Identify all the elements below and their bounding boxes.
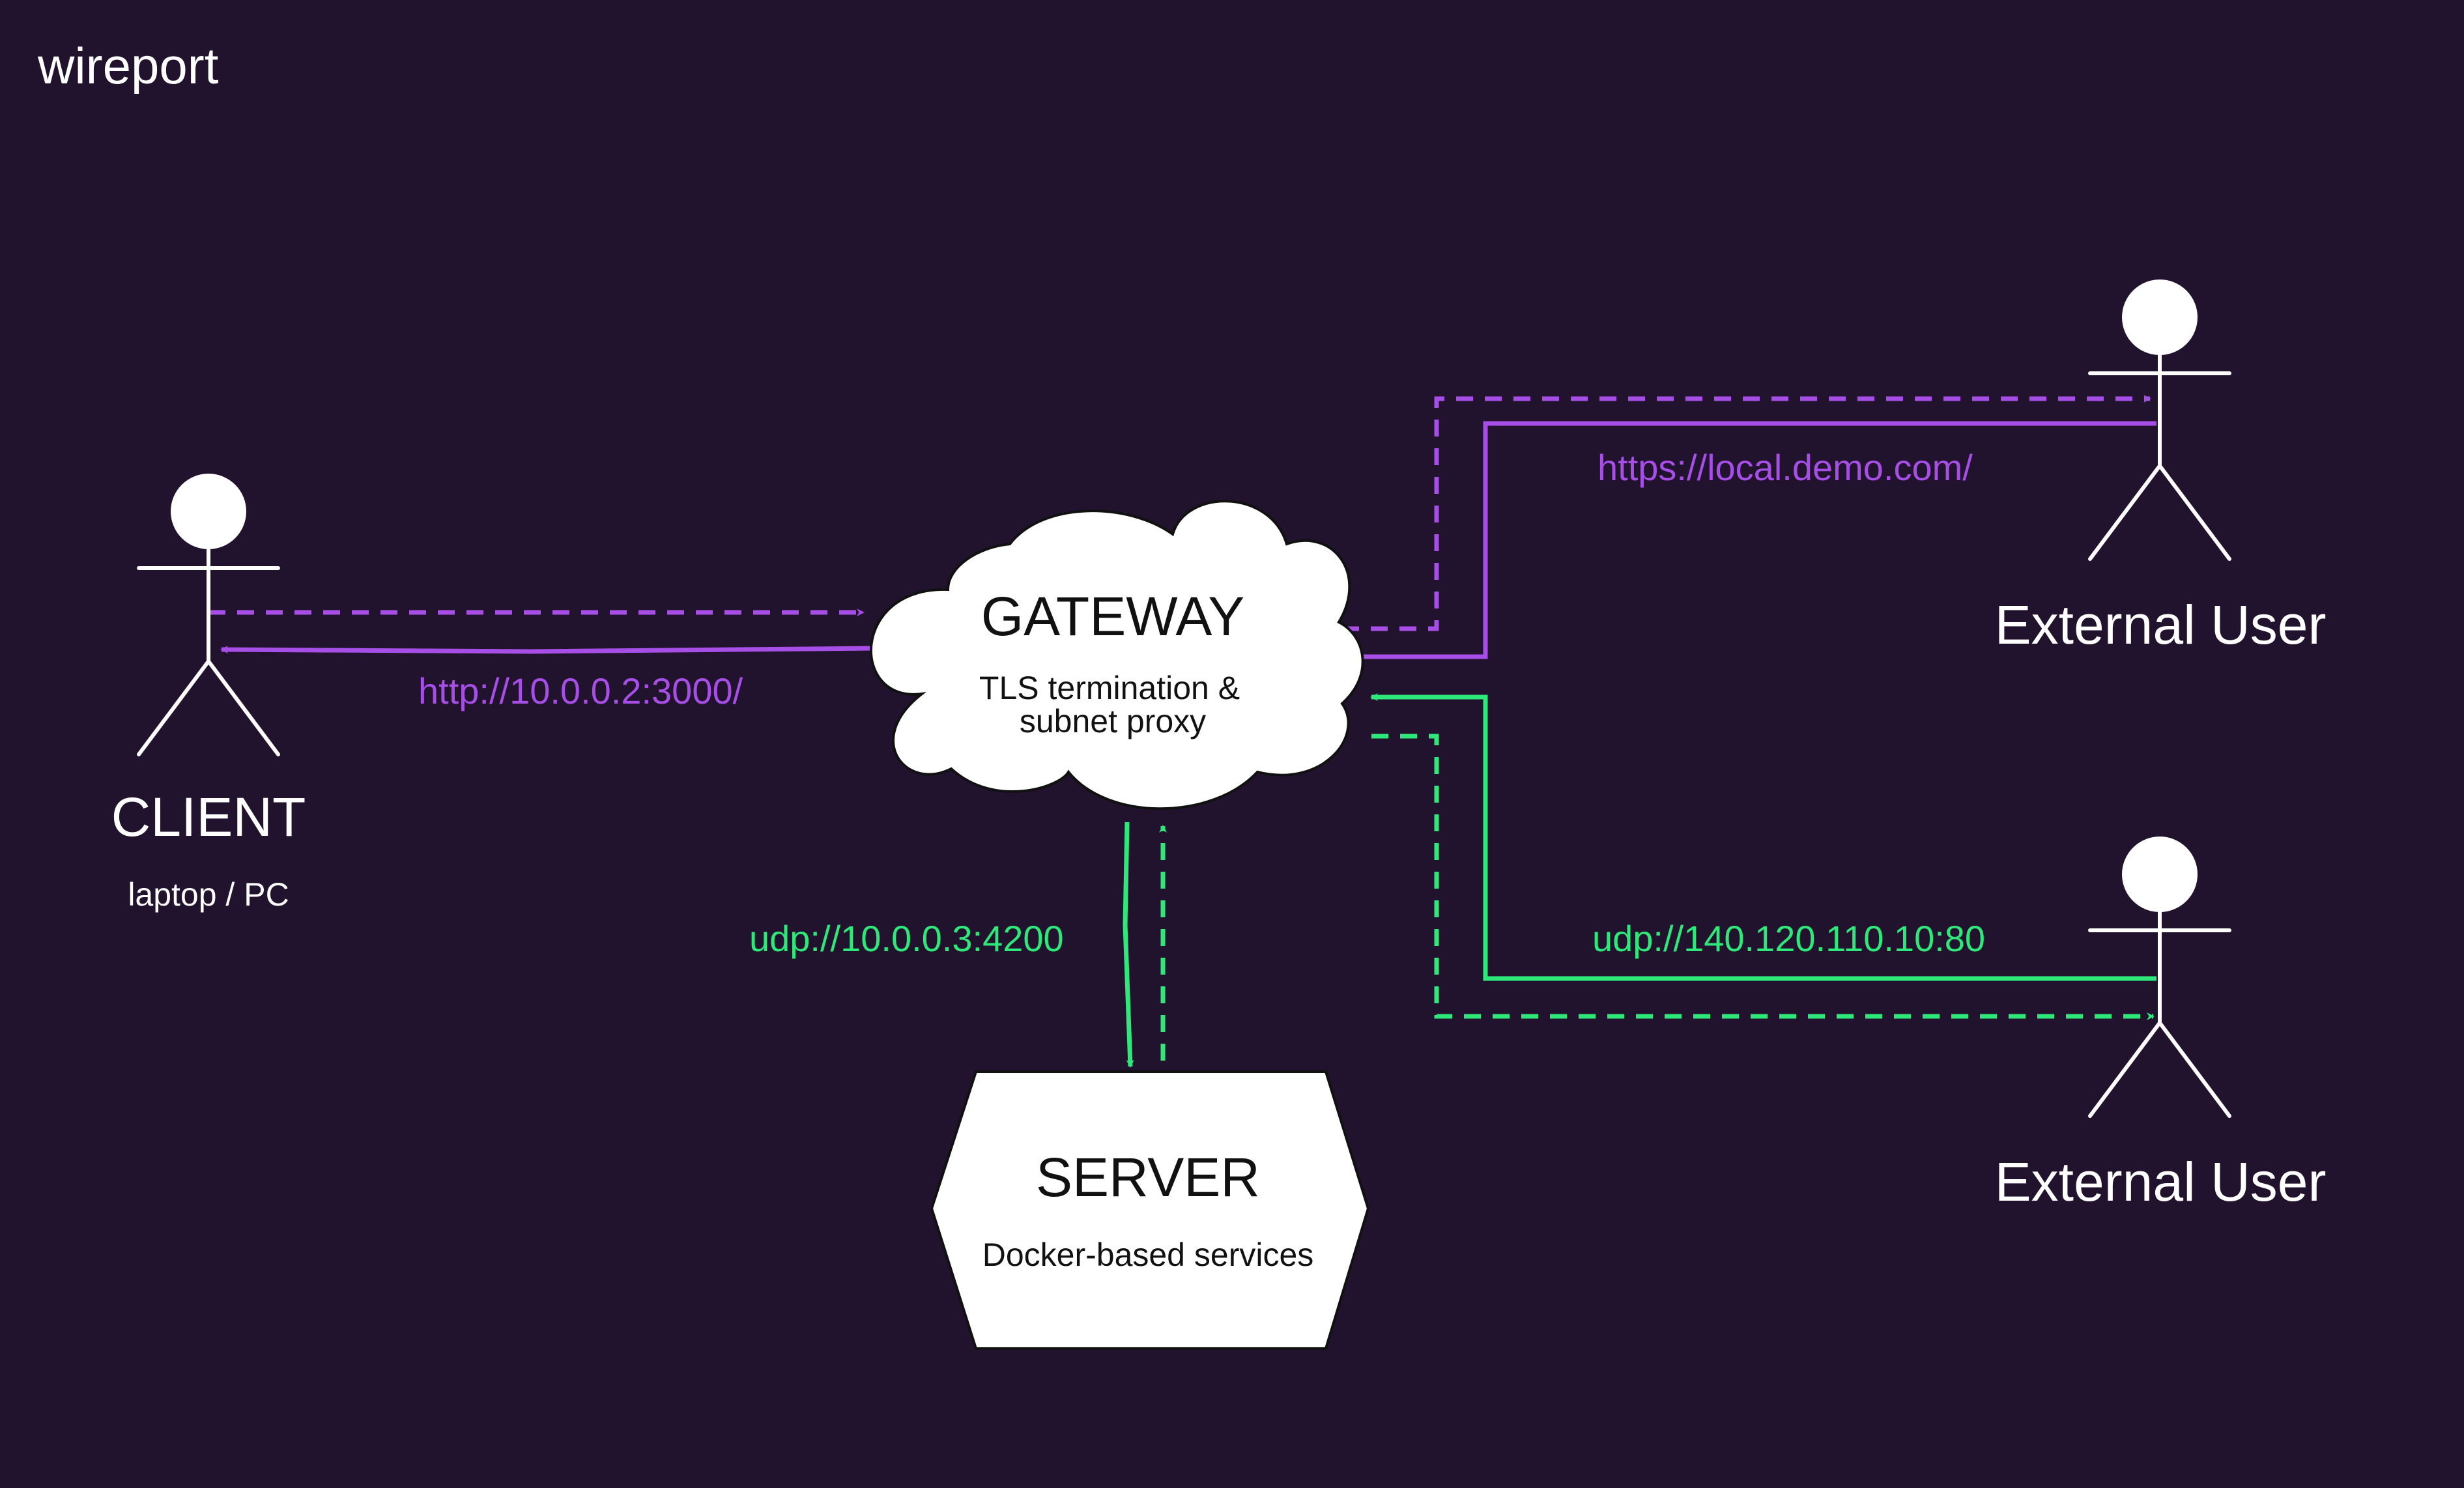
external-user-1-actor: External User <box>1995 279 2327 655</box>
server-hexagon-shape <box>930 1070 1370 1350</box>
server-node: SERVER Docker-based services <box>930 1070 1370 1350</box>
external-user-1-title: External User <box>1995 594 2327 655</box>
server-subtitle: Docker-based services <box>982 1237 1314 1273</box>
gateway-server-connection <box>1123 822 1167 1068</box>
external-user-2-actor: External User <box>1995 837 2327 1212</box>
client-stick-figure-icon <box>137 474 280 756</box>
gateway-subtitle-line-1: TLS termination & <box>979 670 1240 706</box>
gateway-node: GATEWAY TLS termination & subnet proxy <box>869 500 1364 810</box>
client-subtitle: laptop / PC <box>128 876 289 913</box>
external-udp-link-label: udp://140.120.110.10:80 <box>1592 918 1985 959</box>
external-user-2-title: External User <box>1995 1151 2327 1212</box>
external-user-2-stick-figure-icon <box>2088 837 2231 1118</box>
gateway-to-client-arrow <box>220 646 877 654</box>
external-user-1-to-gateway-arrow <box>1333 421 2156 661</box>
external-user-1-stick-figure-icon <box>2088 279 2231 561</box>
gateway-to-server-arrow <box>1123 822 1134 1068</box>
client-actor: CLIENT laptop / PC <box>111 474 306 913</box>
client-title: CLIENT <box>111 786 306 848</box>
server-title: SERVER <box>1036 1147 1260 1208</box>
server-link-label: udp://10.0.0.3:4200 <box>749 918 1064 959</box>
gateway-subtitle-line-2: subnet proxy <box>1020 703 1206 739</box>
client-gateway-connection <box>208 608 877 654</box>
external-user-2-to-gateway-arrow <box>1370 693 2156 981</box>
external-https-connection <box>1333 395 2156 661</box>
gateway-to-external-user-1-dashed-arrow <box>1342 395 2151 631</box>
gateway-cloud-shape <box>869 500 1364 810</box>
client-link-label: http://10.0.0.2:3000/ <box>418 670 743 711</box>
gateway-to-external-user-2-dashed-arrow <box>1371 734 2155 1020</box>
external-https-link-label: https://local.demo.com/ <box>1597 447 1973 488</box>
external-udp-connection <box>1370 693 2156 1020</box>
gateway-title: GATEWAY <box>981 586 1244 647</box>
app-title: wireport <box>37 37 219 94</box>
